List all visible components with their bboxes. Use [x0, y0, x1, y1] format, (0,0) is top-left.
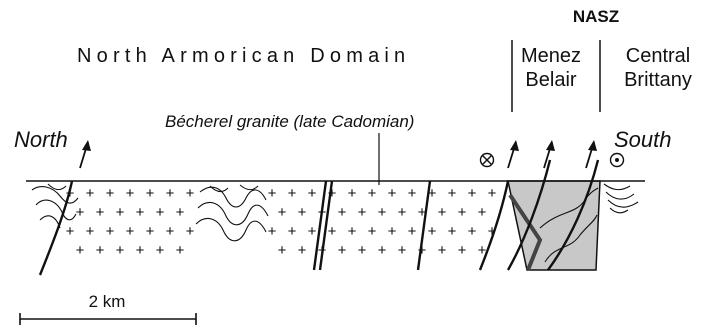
scale-bar: [20, 313, 196, 325]
granite-cross: +: [378, 204, 387, 221]
granite-cross: +: [378, 242, 387, 259]
granite-cross: +: [368, 185, 377, 202]
granite-body-east: ++++++++++++++++++++++++++++++++++++++++…: [268, 185, 497, 259]
granite-cross: +: [146, 223, 155, 240]
granite-cross: +: [66, 223, 75, 240]
granite-annotation: Bécherel granite (late Cadomian): [165, 112, 414, 131]
granite-cross: +: [156, 242, 165, 259]
granite-cross: +: [136, 242, 145, 259]
granite-body-west: ++++++++++++++++++++++++++: [66, 185, 195, 259]
granite-cross: +: [156, 204, 165, 221]
granite-cross: +: [116, 204, 125, 221]
brittany-label: Brittany: [624, 69, 692, 91]
nasz-label: NASZ: [573, 7, 619, 26]
granite-cross: +: [358, 204, 367, 221]
granite-cross: +: [298, 242, 307, 259]
granite-cross: +: [448, 223, 457, 240]
granite-cross: +: [328, 223, 337, 240]
granite-cross: +: [448, 185, 457, 202]
granite-cross: +: [268, 223, 277, 240]
granite-cross: +: [368, 223, 377, 240]
granite-cross: +: [478, 204, 487, 221]
granite-cross: +: [298, 204, 307, 221]
fault-arrow-icon: [80, 140, 91, 168]
granite-cross: +: [106, 223, 115, 240]
scale-bar-label: 2 km: [89, 292, 126, 311]
granite-cross: +: [288, 223, 297, 240]
granite-cross: +: [458, 242, 467, 259]
menez-label: Menez: [521, 45, 581, 67]
granite-cross: +: [288, 185, 297, 202]
dot-in-circle-icon: [611, 154, 624, 167]
granite-cross: +: [116, 242, 125, 259]
north-label: North: [14, 127, 68, 152]
granite-cross: +: [186, 185, 195, 202]
granite-cross: +: [166, 185, 175, 202]
granite-cross: +: [76, 204, 85, 221]
granite-cross: +: [458, 204, 467, 221]
granite-cross: +: [388, 223, 397, 240]
granite-cross: +: [408, 223, 417, 240]
granite-cross: +: [488, 185, 497, 202]
granite-cross: +: [308, 185, 317, 202]
granite-cross: +: [166, 223, 175, 240]
granite-cross: +: [106, 185, 115, 202]
belair-label: Belair: [525, 69, 576, 91]
granite-cross: +: [468, 223, 477, 240]
granite-cross: +: [96, 204, 105, 221]
granite-cross: +: [86, 223, 95, 240]
granite-cross: +: [308, 223, 317, 240]
granite-cross: +: [438, 204, 447, 221]
granite-cross: +: [96, 242, 105, 259]
granite-cross: +: [268, 185, 277, 202]
granite-cross: +: [388, 185, 397, 202]
granite-cross: +: [186, 223, 195, 240]
granite-cross: +: [428, 223, 437, 240]
granite-cross: +: [438, 242, 447, 259]
folded-country-rock-central: [196, 185, 268, 241]
north-armorican-domain-label: North Armorican Domain: [77, 45, 410, 67]
fault-arrows: [80, 140, 597, 168]
granite-cross: +: [338, 204, 347, 221]
granite-cross: +: [398, 242, 407, 259]
granite-cross: +: [136, 204, 145, 221]
fault-arrow-icon: [586, 140, 597, 168]
granite-cross: +: [278, 204, 287, 221]
granite-cross: +: [348, 185, 357, 202]
granite-cross: +: [126, 223, 135, 240]
granite-cross: +: [398, 204, 407, 221]
granite-cross: +: [146, 185, 155, 202]
granite-cross: +: [176, 242, 185, 259]
granite-cross: +: [126, 185, 135, 202]
granite-cross: +: [338, 242, 347, 259]
folded-country-rock-south: [604, 184, 638, 213]
cross-in-circle-icon: [481, 154, 494, 167]
granite-cross: +: [348, 223, 357, 240]
granite-cross: +: [86, 185, 95, 202]
granite-cross: +: [358, 242, 367, 259]
south-label: South: [614, 127, 672, 152]
granite-cross: +: [278, 242, 287, 259]
granite-cross: +: [408, 185, 417, 202]
granite-cross: +: [468, 185, 477, 202]
central-label: Central: [626, 45, 690, 67]
granite-cross: +: [76, 242, 85, 259]
fault-arrow-icon: [508, 140, 519, 168]
granite-cross: +: [176, 204, 185, 221]
